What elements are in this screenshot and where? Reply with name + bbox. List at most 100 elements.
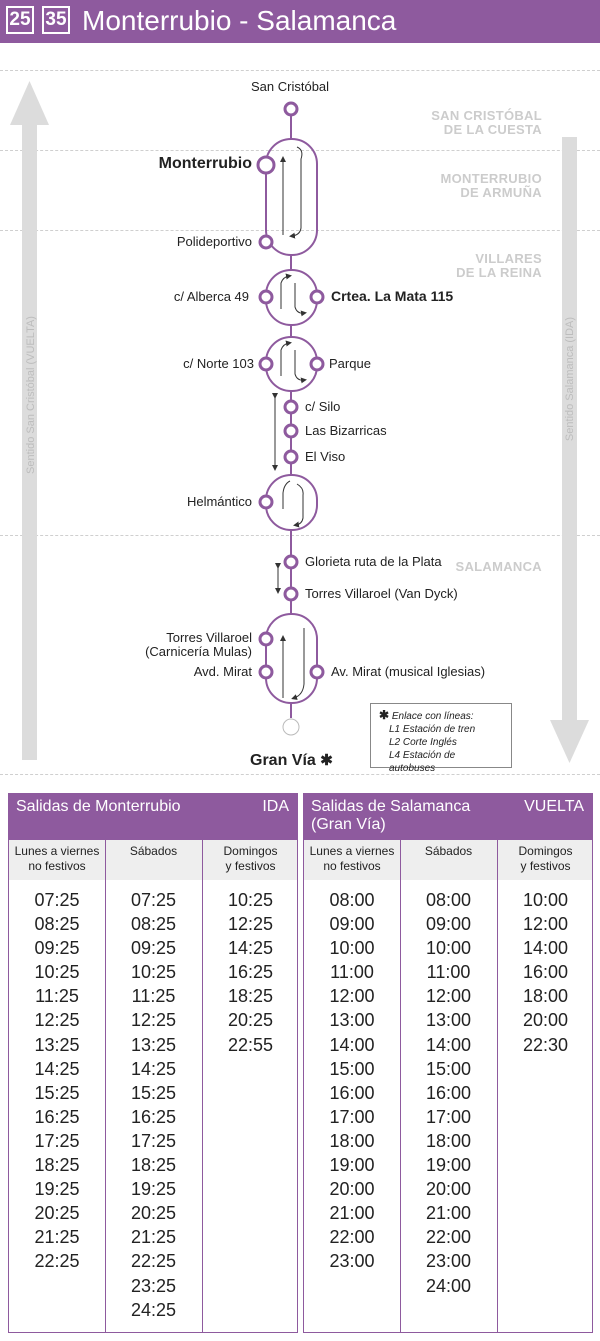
departure-time: 13:25 — [34, 1034, 80, 1055]
stop-silo: c/ Silo — [305, 399, 341, 414]
departure-time: 07:25 — [130, 890, 177, 910]
departure-time: 12:00 — [329, 986, 375, 1007]
departure-time: 19:25 — [130, 1179, 177, 1200]
departure-time: 17:00 — [425, 1106, 472, 1127]
departure-time: 16:25 — [130, 1106, 177, 1127]
timetable-ida: Salidas de Monterrubio IDA Lunes a viern… — [8, 793, 298, 1333]
departure-time: 23:00 — [425, 1251, 472, 1272]
ida-direction-arrow — [550, 137, 589, 763]
stop-avd-mirat: Avd. Mirat — [193, 664, 252, 679]
line-badge-35: 35 — [42, 6, 70, 34]
departure-time: 13:00 — [425, 1010, 472, 1031]
departure-time: 12:25 — [130, 1010, 177, 1031]
timetable-vuelta: Salidas de Salamanca(Gran Vía) VUELTA Lu… — [303, 793, 593, 1333]
stop-markers — [256, 101, 325, 680]
departure-time: 08:00 — [425, 890, 472, 910]
departure-time: 09:25 — [130, 938, 177, 959]
departure-time: 12:00 — [425, 986, 472, 1007]
departure-time: 15:25 — [130, 1082, 177, 1103]
departure-time: 21:00 — [425, 1203, 472, 1224]
stop-torres-carniceria: Torres Villaroel (Carnicería Mulas) — [145, 630, 252, 659]
departure-time: 14:25 — [227, 938, 274, 959]
departure-time: 22:25 — [34, 1251, 80, 1272]
departure-time: 12:00 — [522, 914, 569, 935]
departure-time: 18:00 — [425, 1130, 472, 1151]
stop-helmantico: Helmántico — [186, 494, 252, 509]
column-divider — [400, 840, 401, 1332]
timetable-ida-columns — [9, 840, 297, 880]
page-title: Monterrubio - Salamanca — [82, 5, 397, 36]
stop-norte: c/ Norte 103 — [183, 356, 254, 371]
stop-bizarricas: Las Bizarricas — [305, 423, 387, 438]
departure-time: 15:00 — [425, 1058, 472, 1079]
departure-time: 09:00 — [425, 914, 472, 935]
departure-time: 22:00 — [425, 1227, 472, 1248]
timetable-vuelta-columns — [304, 840, 592, 880]
departure-time: 15:25 — [34, 1082, 80, 1103]
departure-time: 16:00 — [522, 962, 569, 983]
terminal-stop-marker — [282, 718, 300, 736]
departure-time: 23:00 — [329, 1251, 375, 1272]
departure-time: 18:00 — [329, 1130, 375, 1151]
departure-time: 17:25 — [34, 1130, 80, 1151]
stop-av-mirat-iglesias: Av. Mirat (musical Iglesias) — [331, 664, 486, 679]
departure-time: 22:55 — [227, 1034, 274, 1055]
connections-legend: ✱ Enlace con líneas: L1 Estación de tren… — [370, 703, 512, 774]
departure-time: 24:00 — [425, 1275, 472, 1296]
timetable-vuelta-title: Salidas de Salamanca(Gran Vía) — [311, 798, 471, 833]
stop-parque: Parque — [329, 356, 371, 371]
departure-time: 10:00 — [329, 938, 375, 959]
stop-san-cristobal: San Cristóbal — [251, 79, 330, 94]
departure-time: 22:25 — [130, 1251, 177, 1272]
stop-torres-van-dyck: Torres Villaroel (Van Dyck) — [305, 586, 458, 601]
loop-arrows — [272, 146, 307, 700]
connection-star-icon: ✱ — [379, 708, 390, 722]
departure-time: 11:00 — [330, 962, 374, 983]
stop-monterrubio: Monterrubio — [158, 155, 252, 172]
column-divider — [497, 840, 498, 1332]
departure-time: 14:00 — [522, 938, 569, 959]
departure-time: 24:25 — [130, 1299, 177, 1320]
header-bar: 25 35 Monterrubio - Salamanca — [0, 0, 600, 43]
departure-time: 14:00 — [329, 1034, 375, 1055]
timetable-vuelta-direction: VUELTA — [524, 798, 584, 815]
timetable-ida-header: Salidas de Monterrubio IDA — [9, 794, 297, 840]
departure-time: 18:00 — [522, 986, 569, 1007]
timetable-ida-title: Salidas de Monterrubio — [16, 798, 181, 815]
departure-time: 14:25 — [34, 1058, 80, 1079]
ida-direction-label: Sentido Salamanca (IDA) — [564, 316, 576, 442]
departure-time: 21:25 — [34, 1227, 80, 1248]
zone-divider — [0, 535, 600, 536]
departure-time: 16:00 — [425, 1082, 472, 1103]
stop-glorieta: Glorieta ruta de la Plata — [305, 554, 442, 569]
departure-time: 22:30 — [522, 1034, 569, 1055]
departure-time: 22:00 — [329, 1227, 375, 1248]
departure-time: 09:00 — [329, 914, 375, 935]
departure-time: 14:00 — [425, 1034, 472, 1055]
timetable-vuelta-header: Salidas de Salamanca(Gran Vía) VUELTA — [304, 794, 592, 840]
stop-gran-via: Gran Vía ✱ — [250, 752, 333, 769]
departure-time: 18:25 — [130, 1155, 177, 1176]
departure-time: 16:25 — [227, 962, 274, 983]
line-badge-25: 25 — [6, 6, 34, 34]
departure-time: 20:25 — [227, 1010, 274, 1031]
zone-divider — [0, 774, 600, 775]
zone-divider — [0, 70, 600, 71]
departure-time: 23:25 — [130, 1275, 177, 1296]
departure-time: 07:25 — [34, 890, 80, 910]
departure-time: 10:25 — [130, 962, 177, 983]
departure-time: 13:00 — [329, 1010, 375, 1031]
column-header-saturday: Sábados — [424, 844, 473, 858]
departure-time: 11:25 — [35, 986, 79, 1007]
departure-time: 19:00 — [329, 1155, 375, 1176]
